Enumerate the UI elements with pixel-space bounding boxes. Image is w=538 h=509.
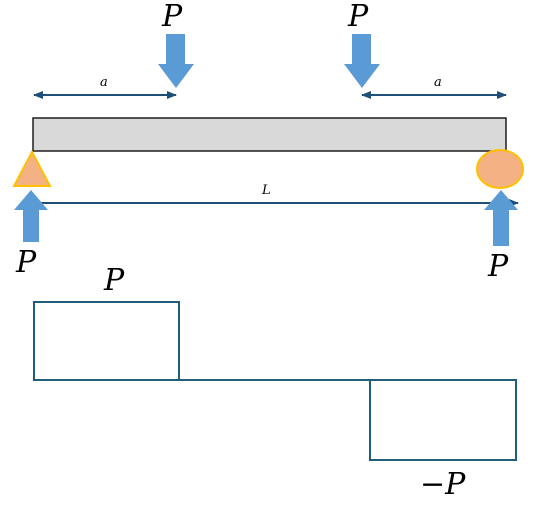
- dimension-span-label: L: [261, 183, 271, 198]
- reaction-left: P: [14, 190, 48, 280]
- applied-load-right-arrow: [344, 34, 380, 88]
- applied-load-left: P: [158, 0, 194, 88]
- dimension-a-right-label: a: [434, 75, 442, 90]
- applied-load-left-arrow: [158, 34, 194, 88]
- dimension-a-left-label: a: [100, 75, 108, 90]
- dimension-a-right: a: [361, 75, 507, 99]
- shear-positive-label: P: [103, 263, 125, 298]
- reaction-right-arrow: [484, 190, 518, 246]
- reaction-right: P: [484, 190, 518, 284]
- shear-negative-block: [369, 379, 517, 461]
- roller-support: [476, 149, 524, 189]
- applied-load-right: P: [344, 0, 380, 88]
- pin-support: [12, 149, 52, 187]
- beam: [32, 117, 507, 152]
- shear-negative-label: −P: [420, 467, 466, 502]
- dimension-a-left: a: [33, 75, 177, 99]
- applied-load-right-label: P: [347, 0, 369, 34]
- shear-force-diagram: P −P: [33, 263, 517, 502]
- reaction-left-arrow: [14, 190, 48, 242]
- reaction-left-label: P: [15, 245, 37, 280]
- shear-positive-block: [33, 301, 180, 381]
- reaction-right-label: P: [487, 249, 509, 284]
- applied-load-left-label: P: [161, 0, 183, 34]
- dimension-span: L: [21, 183, 519, 207]
